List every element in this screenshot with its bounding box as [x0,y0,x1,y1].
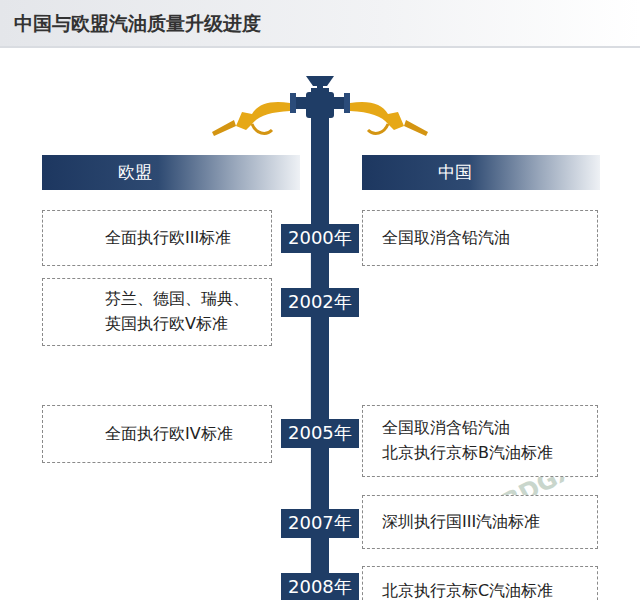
node-text: 全国取消含铅汽油 [382,416,589,441]
timeline-segment [311,448,329,510]
title-rule [0,46,640,48]
title-ground [0,0,640,46]
node-text: 欧盟 [118,161,152,184]
year-marker: 2008年 [281,573,359,600]
fuel-nozzle-left [212,102,290,136]
node-text: 2002年 [288,291,352,314]
node-text: 2008年 [288,576,352,599]
node-text: 全面执行欧III标准 [105,226,263,251]
year-marker: 2005年 [281,419,359,448]
event-box: 北京执行京标C汽油标准 [362,566,598,600]
event-box: 全面执行欧IV标准 [42,405,272,463]
column-header: 欧盟 [42,155,300,190]
event-box: 深圳执行国III汽油标准 [362,495,598,549]
event-box: 芬兰、德国、瑞典、英国执行欧V标准 [42,278,272,346]
node-text: 2005年 [288,422,352,445]
year-marker: 2007年 [281,509,359,538]
node-text: 深圳执行国III汽油标准 [382,510,589,535]
event-box: 全国取消含铅汽油 [362,210,598,266]
node-text: 北京执行京标B汽油标准 [382,441,589,466]
valve-icon [290,76,350,118]
node-text: 2007年 [288,512,352,535]
title-area: 中国与欧盟汽油质量升级进度 [0,0,640,46]
timeline-segment [311,538,329,574]
year-marker: 2002年 [281,288,359,317]
chart-title: 中国与欧盟汽油质量升级进度 [0,0,640,37]
node-text: 中国 [438,161,472,184]
node-text: 芬兰、德国、瑞典、英国执行欧V标准 [105,287,263,337]
fuel-nozzle-right [350,102,428,136]
node-text: 全面执行欧IV标准 [105,422,263,447]
node-text: 2000年 [288,227,352,250]
node-text: 全国取消含铅汽油 [382,226,589,251]
node-text: 北京执行京标C汽油标准 [382,579,589,600]
column-header: 中国 [362,155,600,190]
year-marker: 2000年 [281,224,359,253]
event-box: 全国取消含铅汽油北京执行京标B汽油标准 [362,405,598,477]
event-box: 全面执行欧III标准 [42,210,272,266]
timeline-segment [311,253,329,289]
timeline-segment [311,317,329,420]
